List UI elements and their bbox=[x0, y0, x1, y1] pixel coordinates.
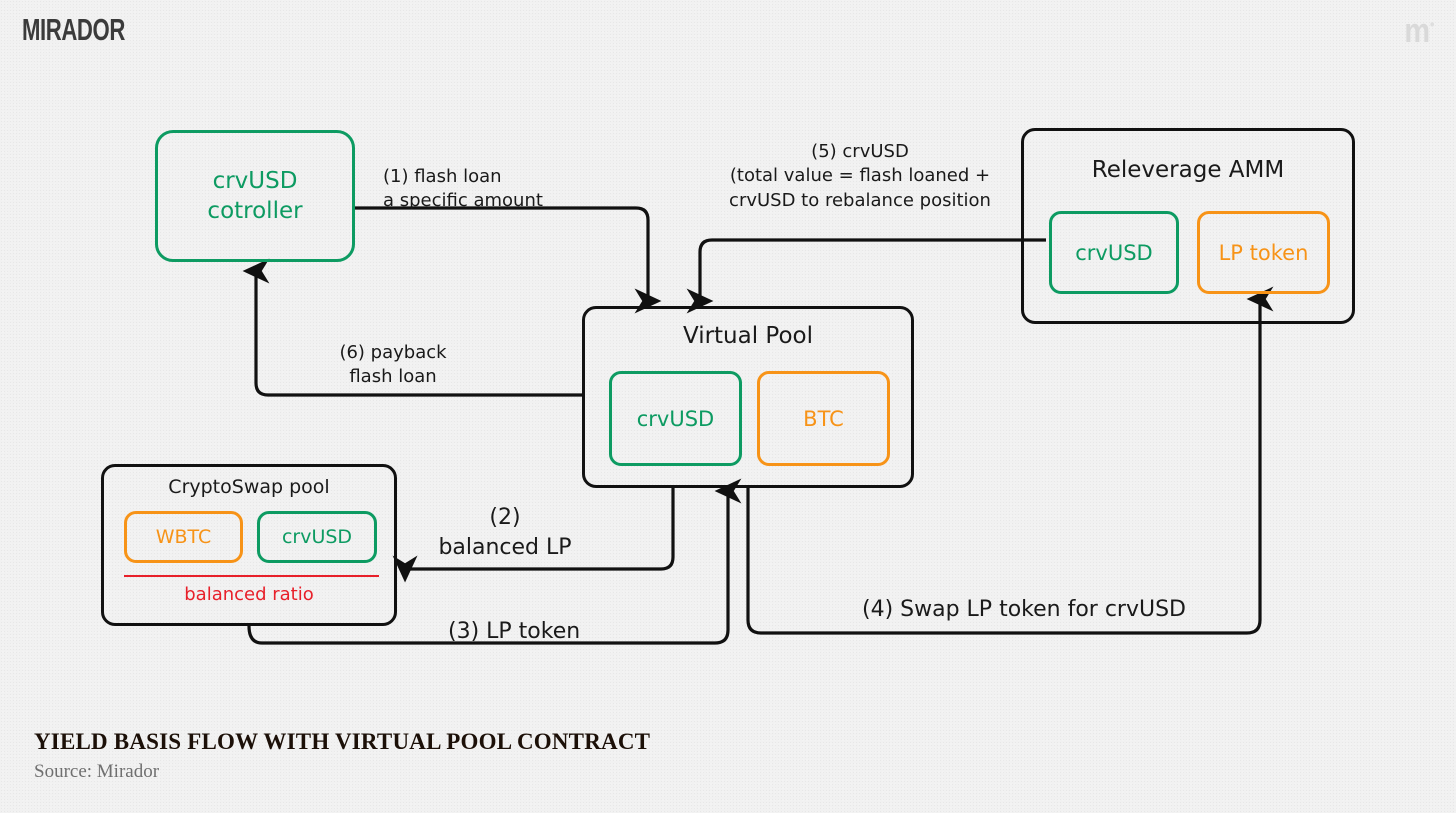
releverage-amm-token-lp[interactable]: LP token bbox=[1197, 211, 1330, 294]
mirador-watermark-icon: m• bbox=[1404, 12, 1434, 51]
virtual-pool-token-crvusd-label: crvUSD bbox=[636, 406, 715, 431]
cryptoswap-pool-token-wbtc[interactable]: WBTC bbox=[124, 511, 243, 563]
watermark-dot: • bbox=[1429, 16, 1434, 34]
edge-4-path bbox=[746, 286, 1274, 635]
edge-1-path bbox=[355, 206, 662, 314]
edge-label-1: (1) flash loan a specific amount bbox=[383, 166, 543, 212]
edge-2-path bbox=[392, 488, 675, 583]
virtual-pool-token-btc[interactable]: BTC bbox=[757, 371, 890, 466]
edge-6-path bbox=[242, 258, 583, 397]
node-virtual-pool[interactable]: Virtual Pool crvUSD BTC bbox=[582, 306, 914, 488]
virtual-pool-title: Virtual Pool bbox=[682, 323, 814, 349]
releverage-amm-token-crvusd[interactable]: crvUSD bbox=[1049, 211, 1179, 294]
releverage-amm-token-crvusd-label: crvUSD bbox=[1075, 240, 1153, 265]
virtual-pool-token-crvusd[interactable]: crvUSD bbox=[609, 371, 742, 466]
edge-3-path bbox=[247, 478, 742, 645]
virtual-pool-token-btc-label: BTC bbox=[803, 406, 844, 431]
source-label: Source: Mirador bbox=[34, 761, 160, 782]
releverage-amm-title: Releverage AMM bbox=[1091, 157, 1285, 183]
node-cryptoswap-pool[interactable]: CryptoSwap pool WBTC crvUSD balanced rat… bbox=[101, 464, 397, 626]
cryptoswap-pool-token-wbtc-label: WBTC bbox=[155, 526, 212, 548]
edge-label-6: (6) payback flash loan bbox=[339, 342, 447, 388]
controller-label-line1: crvUSD bbox=[212, 167, 298, 194]
edge-label-4: (4) Swap LP token for crvUSD bbox=[862, 597, 1186, 622]
edge-label-3: (3) LP token bbox=[448, 619, 581, 644]
cryptoswap-pool-title: CryptoSwap pool bbox=[168, 476, 330, 498]
node-releverage-amm[interactable]: Releverage AMM crvUSD LP token bbox=[1021, 128, 1355, 324]
mirador-logo: MIRADOR bbox=[22, 13, 125, 47]
edge-label-5: (5) crvUSD (total value = flash loaned +… bbox=[729, 141, 991, 211]
edge-5-path bbox=[686, 238, 1046, 314]
page-title: YIELD BASIS FLOW WITH VIRTUAL POOL CONTR… bbox=[34, 729, 651, 754]
cryptoswap-pool-token-crvusd-label: crvUSD bbox=[281, 526, 353, 548]
balanced-ratio-label: balanced ratio bbox=[184, 584, 314, 605]
balanced-ratio-divider bbox=[124, 575, 379, 577]
releverage-amm-token-lp-label: LP token bbox=[1218, 240, 1309, 265]
controller-label: crvUSD cotroller bbox=[158, 133, 352, 259]
node-crvusd-controller[interactable]: crvUSD cotroller bbox=[155, 130, 355, 262]
cryptoswap-pool-token-crvusd[interactable]: crvUSD bbox=[257, 511, 377, 563]
edge-label-2: (2) balanced LP bbox=[438, 505, 572, 560]
controller-label-line2: cotroller bbox=[207, 198, 303, 224]
watermark-letter: m bbox=[1403, 12, 1430, 50]
